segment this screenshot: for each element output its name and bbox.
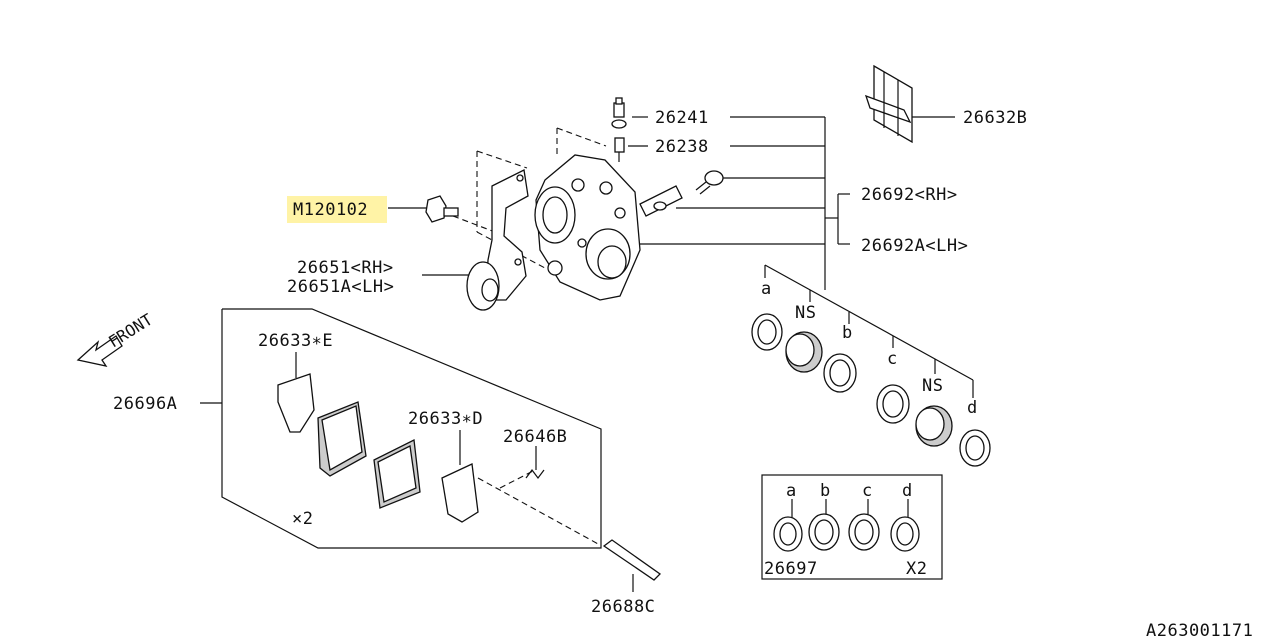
label-pad-e[interactable]: 26633∗E xyxy=(258,331,333,351)
bleeder-screw-part xyxy=(611,97,627,129)
front-arrow-icon xyxy=(76,335,123,367)
label-ns-2: NS xyxy=(922,376,943,396)
label-support-lh[interactable]: 26651A<LH> xyxy=(287,277,394,297)
label-caliper-rh[interactable]: 26692<RH> xyxy=(861,185,958,205)
pad-spring-part xyxy=(525,469,545,479)
seal-kit-box xyxy=(761,474,943,580)
leader-lines xyxy=(200,116,974,592)
label-pad-clip-kit[interactable]: 26632B xyxy=(963,108,1027,128)
label-seal-c: c xyxy=(887,349,898,369)
label-support-rh[interactable]: 26651<RH> xyxy=(297,258,394,278)
label-caliper-lh[interactable]: 26692A<LH> xyxy=(861,236,968,256)
label-qty-kit: X2 xyxy=(906,559,927,579)
label-bleeder-screw[interactable]: 26241 xyxy=(655,108,709,128)
bracket-clip-part xyxy=(639,185,683,217)
brake-pad-shims-part xyxy=(277,373,479,523)
bolt-part xyxy=(425,195,459,223)
label-kit-c: c xyxy=(862,481,873,501)
label-kit-a: a xyxy=(786,481,797,501)
label-kit-d: d xyxy=(902,481,913,501)
label-seal-kit[interactable]: 26697 xyxy=(764,559,818,579)
caliper-body-part xyxy=(534,154,641,301)
pad-clip-kit-part xyxy=(864,64,913,144)
label-front: FRONT xyxy=(105,310,156,352)
bleeder-cap-part xyxy=(614,137,625,162)
piston-seals-part xyxy=(751,313,991,467)
pin-part xyxy=(602,539,662,581)
guide-bolt-part xyxy=(695,170,724,195)
label-pad-set[interactable]: 26696A xyxy=(113,394,177,414)
label-qty-pads: ×2 xyxy=(292,509,313,529)
label-seal-d: d xyxy=(967,398,978,418)
label-spring[interactable]: 26646B xyxy=(503,427,567,447)
label-bolt[interactable]: M120102 xyxy=(293,200,368,220)
label-kit-b: b xyxy=(820,481,831,501)
label-ns-1: NS xyxy=(795,303,816,323)
bolt-label-highlight xyxy=(287,196,387,223)
label-seal-b: b xyxy=(842,323,853,343)
label-bleeder-cap[interactable]: 26238 xyxy=(655,137,709,157)
label-pin[interactable]: 26688C xyxy=(591,597,655,617)
diagram-id: A263001171 xyxy=(1146,621,1253,640)
label-pad-d[interactable]: 26633∗D xyxy=(408,409,483,429)
label-seal-a: a xyxy=(761,279,772,299)
caliper-support-part xyxy=(466,169,529,311)
